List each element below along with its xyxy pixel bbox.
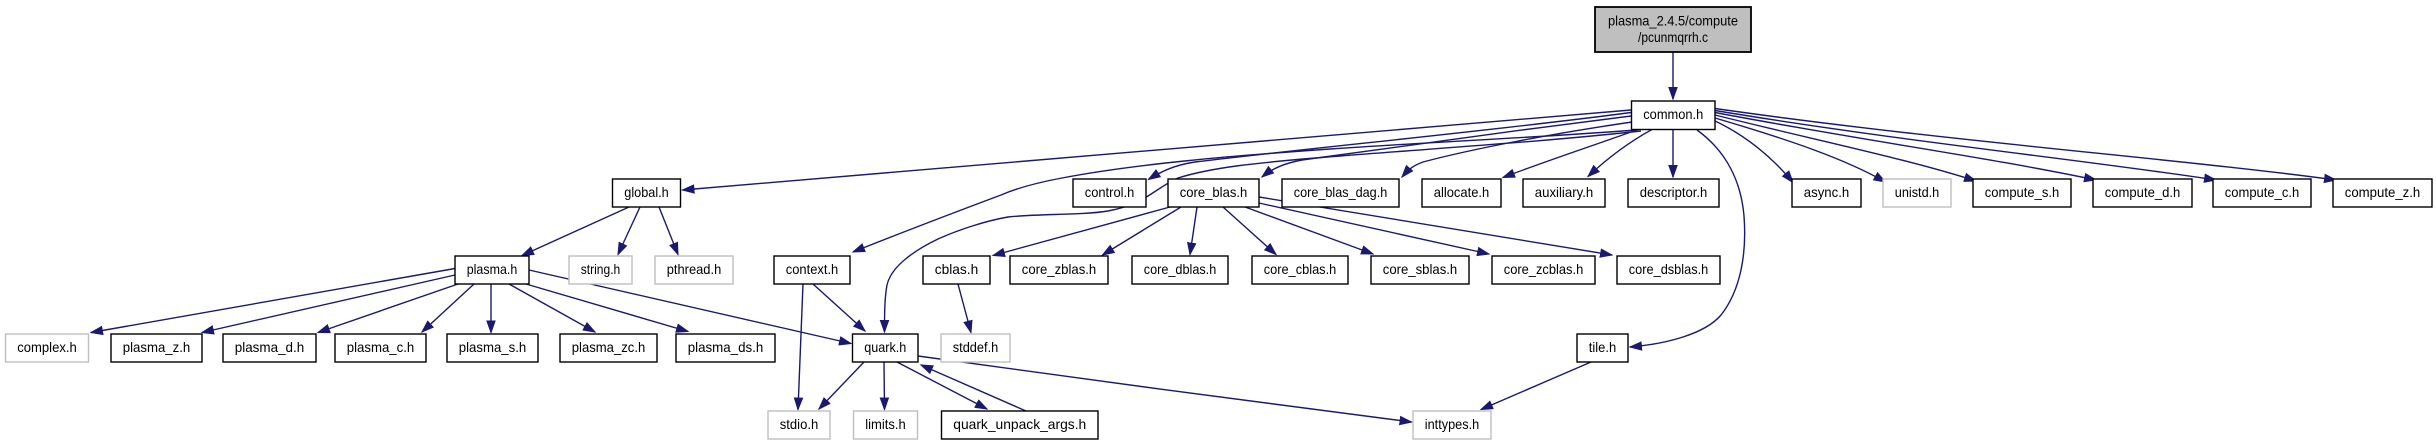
svg-text:string.h: string.h xyxy=(581,261,621,277)
svg-text:core_blas.h: core_blas.h xyxy=(1180,184,1248,200)
svg-text:core_dblas.h: core_dblas.h xyxy=(1144,261,1217,277)
svg-text:stddef.h: stddef.h xyxy=(953,339,999,355)
svg-text:global.h: global.h xyxy=(624,184,669,200)
svg-text:inttypes.h: inttypes.h xyxy=(1425,416,1480,432)
svg-text:stdio.h: stdio.h xyxy=(780,416,819,432)
svg-text:descriptor.h: descriptor.h xyxy=(1640,184,1708,200)
svg-text:core_cblas.h: core_cblas.h xyxy=(1264,261,1337,277)
svg-text:common.h: common.h xyxy=(1643,106,1703,122)
svg-text:context.h: context.h xyxy=(786,261,839,277)
svg-text:compute_s.h: compute_s.h xyxy=(1985,184,2060,200)
svg-text:plasma_s.h: plasma_s.h xyxy=(459,339,527,355)
svg-text:unistd.h: unistd.h xyxy=(1895,184,1940,200)
svg-text:allocate.h: allocate.h xyxy=(1434,184,1490,200)
svg-text:plasma_zc.h: plasma_zc.h xyxy=(572,339,646,355)
svg-text:plasma_d.h: plasma_d.h xyxy=(235,339,305,355)
svg-text:plasma_ds.h: plasma_ds.h xyxy=(688,339,764,355)
svg-text:quark_unpack_args.h: quark_unpack_args.h xyxy=(953,416,1086,432)
svg-text:quark.h: quark.h xyxy=(864,339,906,355)
svg-text:compute_z.h: compute_z.h xyxy=(2345,184,2421,200)
svg-text:complex.h: complex.h xyxy=(17,339,77,355)
svg-text:plasma_c.h: plasma_c.h xyxy=(347,339,415,355)
svg-text:/pcunmqrrh.c: /pcunmqrrh.c xyxy=(1638,29,1708,45)
svg-text:core_dsblas.h: core_dsblas.h xyxy=(1629,261,1709,277)
svg-text:async.h: async.h xyxy=(1804,184,1850,200)
svg-text:plasma_2.4.5/compute: plasma_2.4.5/compute xyxy=(1608,12,1738,28)
svg-text:core_zblas.h: core_zblas.h xyxy=(1022,261,1097,277)
svg-text:core_blas_dag.h: core_blas_dag.h xyxy=(1294,184,1388,200)
svg-text:pthread.h: pthread.h xyxy=(667,261,722,277)
svg-text:plasma_z.h: plasma_z.h xyxy=(123,339,191,355)
svg-text:core_zcblas.h: core_zcblas.h xyxy=(1504,261,1584,277)
svg-text:compute_d.h: compute_d.h xyxy=(2105,184,2181,200)
svg-text:limits.h: limits.h xyxy=(865,416,906,432)
svg-text:control.h: control.h xyxy=(1085,184,1135,200)
svg-text:cblas.h: cblas.h xyxy=(935,261,979,277)
svg-text:auxiliary.h: auxiliary.h xyxy=(1535,184,1594,200)
svg-text:compute_c.h: compute_c.h xyxy=(2225,184,2300,200)
svg-text:plasma.h: plasma.h xyxy=(467,261,518,277)
svg-text:core_sblas.h: core_sblas.h xyxy=(1383,261,1458,277)
svg-text:tile.h: tile.h xyxy=(1589,339,1617,355)
